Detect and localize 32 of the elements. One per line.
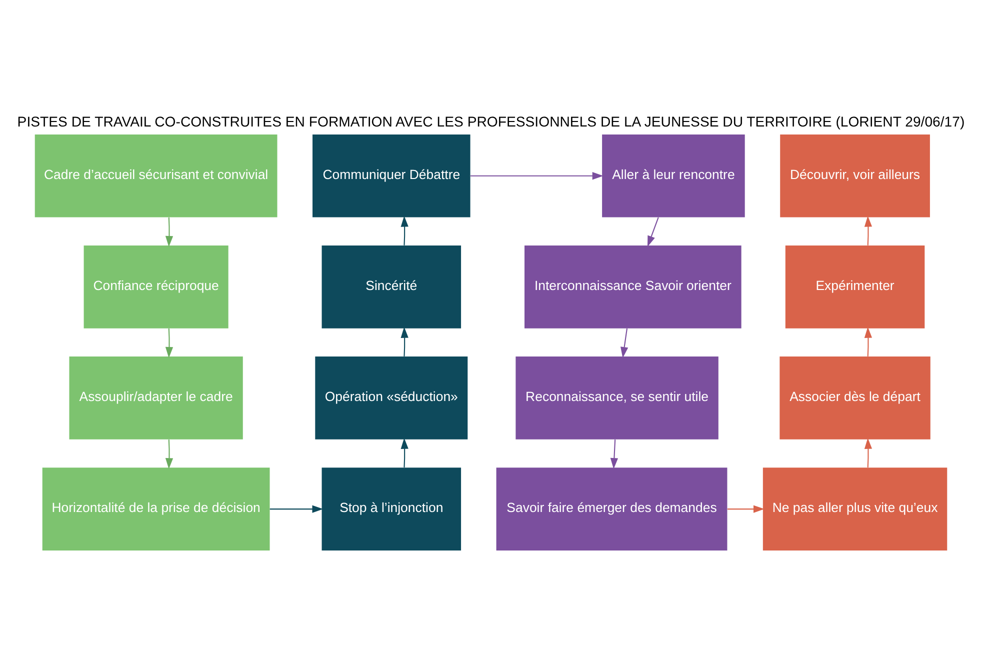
arrow xyxy=(864,215,872,245)
node-box: Opération «séduction» xyxy=(315,356,468,439)
arrow xyxy=(400,215,408,245)
node-box: Ne pas aller plus vite qu’eux xyxy=(762,467,948,550)
arrow xyxy=(610,439,618,469)
arrow xyxy=(270,504,324,512)
node-box: Cadre d’accueil sécurisant et convivial xyxy=(34,134,278,217)
node-box: Stop à l’injonction xyxy=(322,467,462,550)
arrow xyxy=(165,216,174,246)
diagram-title: PISTES DE TRAVAIL CO-CONSTRUITES EN FORMATION AVEC LES PROFESSIONNELS DE LA JEUNESSE DU TERRITOIRE (LORIENT 29/06/17) xyxy=(17,112,965,129)
node-box: Découvrir, voir ailleurs xyxy=(780,134,930,217)
arrow xyxy=(620,328,628,358)
node-box: Communiquer Débattre xyxy=(312,134,470,217)
node-box: Sincérité xyxy=(322,245,462,328)
node-box: Reconnaissance, se sentir utile xyxy=(516,356,718,439)
node-box: Assouplir/adapter le cadre xyxy=(69,356,243,439)
node-box: Interconnaissance Savoir orienter xyxy=(524,245,742,328)
arrow xyxy=(727,504,764,512)
arrow xyxy=(400,437,408,467)
node-box: Savoir faire émerger des demandes xyxy=(496,467,728,550)
arrow xyxy=(647,216,659,246)
arrow xyxy=(864,437,872,467)
arrow xyxy=(864,326,872,356)
node-box: Associer dès le départ xyxy=(780,356,930,439)
arrow xyxy=(470,172,604,180)
arrow xyxy=(165,439,174,469)
node-box: Confiance réciproque xyxy=(84,245,228,328)
node-box: Expérimenter xyxy=(785,245,925,328)
node-box: Aller à leur rencontre xyxy=(602,134,745,217)
arrow xyxy=(400,326,408,356)
arrow xyxy=(165,328,174,358)
node-box: Horizontalité de la prise de décision xyxy=(42,467,270,550)
